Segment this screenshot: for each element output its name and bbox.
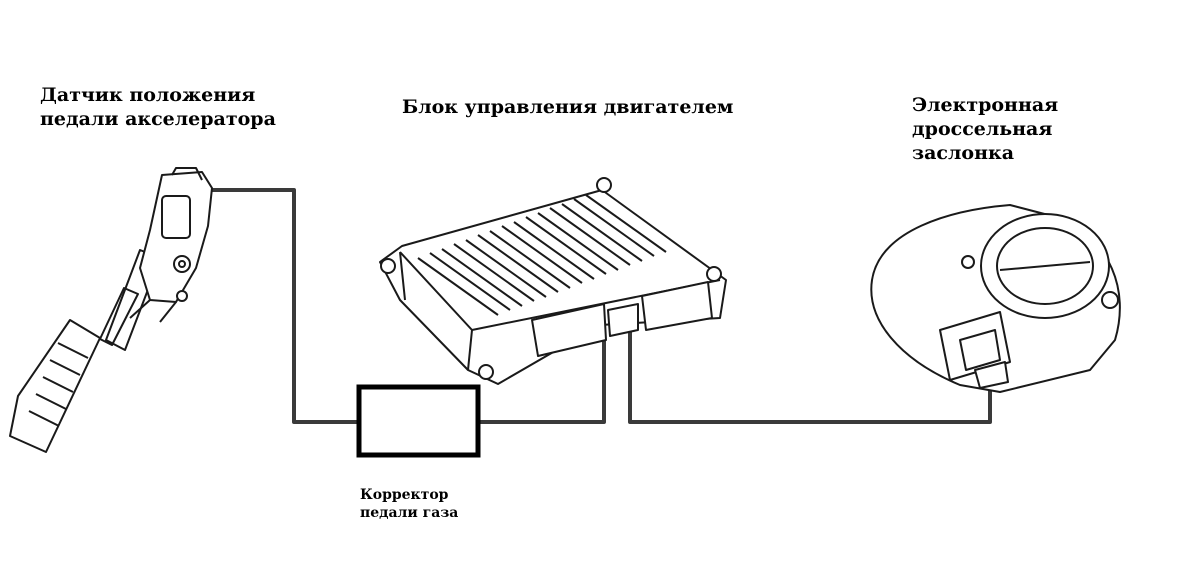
accelerator-pedal-icon (9, 167, 213, 453)
throttle-body-icon (870, 204, 1121, 393)
wire-pedal-to-corrector (210, 188, 357, 424)
corrector-label: Корректор педали газа (360, 487, 459, 521)
throttle-label: Электронная дроссельная заслонка (912, 94, 1059, 164)
ecu-label: Блок управления двигателем (402, 96, 734, 118)
wire-corrector-to-ecu (478, 325, 606, 424)
corrector-box (356, 384, 481, 458)
wires (210, 188, 992, 424)
pedal-sensor-label: Датчик положения педали акселератора (40, 84, 276, 130)
wire-ecu-to-throttle (628, 312, 992, 424)
ecu-module-icon (379, 177, 727, 385)
